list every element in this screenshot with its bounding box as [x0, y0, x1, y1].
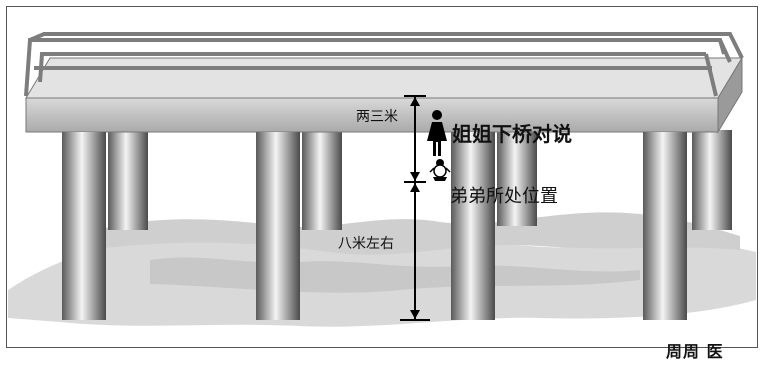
arrow-heads [410, 97, 420, 319]
front-pillars [62, 132, 687, 320]
baby-sitting-icon [429, 159, 451, 181]
bridge-railing [24, 32, 744, 97]
signature-label: 周周 医 [666, 342, 724, 361]
height-upper-label: 两三米 [356, 109, 398, 125]
sister-label: 姐姐下桥对说 [452, 122, 572, 146]
back-pillars [108, 130, 732, 230]
height-lower-label: 八米左右 [338, 236, 394, 252]
brother-location-label: 弟弟所处位置 [450, 186, 558, 207]
woman-standing-icon [427, 110, 447, 156]
height-measure-lines [400, 95, 430, 321]
